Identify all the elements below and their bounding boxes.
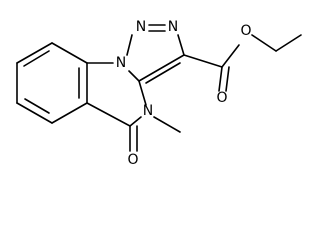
quinazolinone-ring bbox=[86, 62, 181, 152]
bond-benzene-double-2 bbox=[24, 98, 50, 114]
chemical-structure: N N N N O O O bbox=[16, 19, 302, 168]
bond-triazole-n2-to-c3 bbox=[177, 34, 185, 56]
bond-ester-c-to-ether-o bbox=[221, 44, 240, 68]
atom-label-o-ester-ether: O bbox=[240, 23, 251, 39]
bond-benzene-2 bbox=[16, 42, 53, 64]
atom-label-n-methyl: N bbox=[143, 103, 153, 119]
bond-benzene-4 bbox=[16, 102, 53, 124]
ester-group bbox=[183, 34, 302, 92]
bond-benzene-1 bbox=[51, 42, 88, 64]
bond-ester-c-to-carbonyl-o bbox=[218, 66, 223, 92]
atom-label-n-triazole-top-left: N bbox=[136, 19, 146, 35]
triazole-ring bbox=[126, 24, 185, 84]
atom-labels: N N N N O O O bbox=[116, 19, 252, 168]
atom-label-n-triazole-top-right: N bbox=[168, 19, 178, 35]
bond-triazole-c3-to-c3a bbox=[138, 54, 185, 82]
bond-ethyl bbox=[275, 34, 302, 52]
bond-n-methyl-to-carbonyl-c bbox=[129, 116, 142, 127]
bond-c3a-to-n-methyl bbox=[138, 80, 147, 106]
atom-label-o-ester-carbonyl: O bbox=[216, 90, 227, 106]
bond-ether-o-to-ch2 bbox=[251, 34, 277, 52]
bond-ester-c-to-carbonyl-o-double bbox=[225, 66, 230, 92]
atom-label-o-lactam: O bbox=[127, 152, 138, 168]
bond-c3-to-ester-c bbox=[183, 54, 223, 68]
bond-triazole-c3-to-c3a-double bbox=[145, 62, 181, 84]
bond-fusion-n-to-c3a bbox=[128, 70, 140, 82]
bond-benzene-double-1 bbox=[23, 50, 50, 67]
bond-carbonyl-c-to-benzene bbox=[86, 102, 131, 127]
bond-triazole-fusion-n-to-n1 bbox=[126, 34, 133, 56]
benzene-ring bbox=[16, 42, 88, 124]
atom-label-n-ring-fusion: N bbox=[116, 55, 126, 71]
bond-benzene-5 bbox=[51, 102, 88, 124]
bond-n-methyl bbox=[153, 116, 181, 133]
